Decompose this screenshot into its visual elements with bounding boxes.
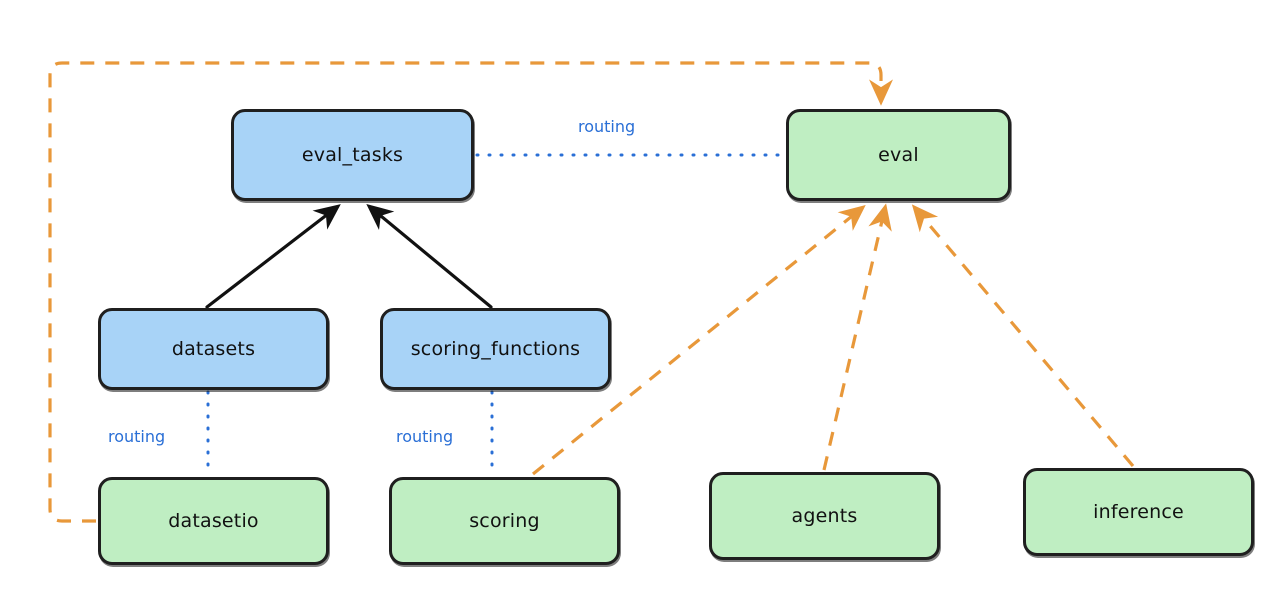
edge-datasets-to-eval-tasks (205, 204, 341, 309)
node-agents[interactable]: agents (709, 472, 940, 560)
node-inference[interactable]: inference (1023, 468, 1254, 556)
node-label: datasets (171, 338, 256, 360)
edge-scoring-functions-to-eval-tasks (366, 203, 493, 309)
node-label: scoring (469, 510, 540, 532)
edge-agents-to-eval (822, 203, 892, 471)
edge-label-routing-eval-tasks: routing (578, 117, 636, 136)
node-eval[interactable]: eval (786, 109, 1011, 201)
node-label: eval_tasks (301, 144, 404, 166)
node-datasets[interactable]: datasets (98, 308, 329, 390)
edge-label-routing-scoring-functions: routing (396, 427, 454, 446)
edge-scoring-to-eval (531, 204, 866, 476)
node-scoring-functions[interactable]: scoring_functions (380, 308, 611, 390)
node-datasetio[interactable]: datasetio (98, 477, 329, 565)
edge-inference-to-eval (911, 204, 1135, 468)
node-label: agents (791, 505, 858, 527)
node-label: datasetio (168, 510, 259, 532)
node-label: inference (1093, 501, 1184, 523)
node-eval-tasks[interactable]: eval_tasks (231, 109, 474, 201)
node-label: scoring_functions (410, 338, 581, 360)
node-scoring[interactable]: scoring (389, 477, 620, 565)
node-label: eval (878, 144, 919, 166)
edge-label-routing-datasets: routing (108, 427, 166, 446)
